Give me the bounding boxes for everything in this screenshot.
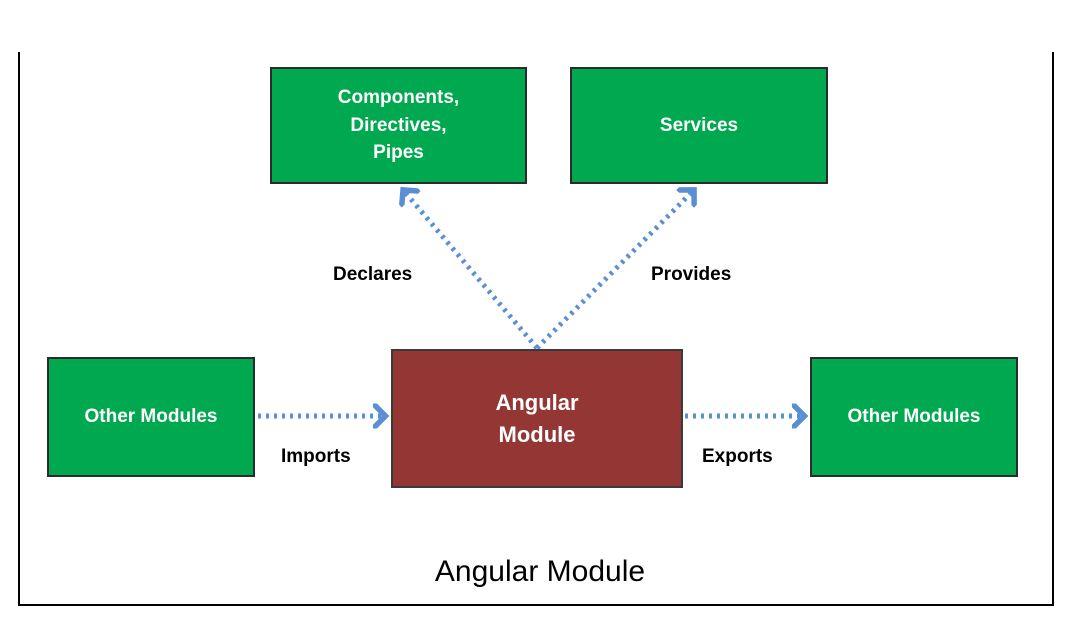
components-node-line-2: Directives,	[350, 114, 447, 136]
components-node-line-1: Components,	[337, 87, 460, 109]
angular-module-line-1: Angular	[495, 389, 579, 415]
imports-label: Imports	[281, 446, 351, 467]
services-node-label: Services	[659, 114, 739, 136]
components-node: Components, Directives, Pipes	[270, 67, 527, 184]
frame-bottom-border	[18, 604, 1054, 606]
exports-label: Exports	[702, 446, 773, 467]
components-node-line-3: Pipes	[373, 142, 424, 164]
angular-module-line-2: Module	[498, 421, 576, 447]
diagram-caption: Angular Module	[434, 555, 646, 588]
other-modules-export-node: Other Modules	[810, 357, 1018, 477]
other-modules-import-label: Other Modules	[84, 406, 218, 428]
provides-arrow	[535, 191, 693, 350]
provides-label: Provides	[651, 264, 732, 285]
angular-module-node: Angular Module	[391, 349, 683, 488]
frame-right-border	[1052, 52, 1054, 606]
declares-arrow	[404, 191, 539, 350]
other-modules-export-label: Other Modules	[847, 406, 981, 428]
services-node: Services	[570, 67, 828, 184]
declares-label: Declares	[333, 264, 413, 285]
other-modules-import-node: Other Modules	[47, 357, 255, 477]
frame-left-border	[18, 52, 20, 606]
